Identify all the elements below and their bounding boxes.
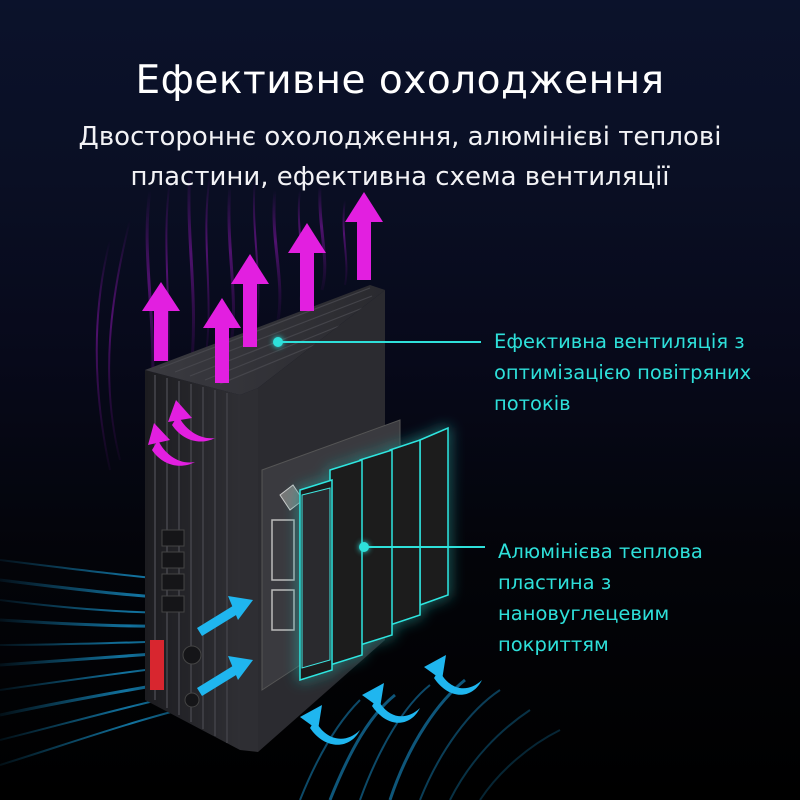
arrow-up-icon bbox=[203, 298, 241, 383]
arrow-curved-icon bbox=[424, 655, 482, 695]
red-label bbox=[150, 640, 164, 690]
heatsink bbox=[299, 426, 449, 682]
arrow-curved-icon bbox=[362, 683, 420, 723]
callout-line: пластина з bbox=[498, 571, 612, 594]
arrow-right-icon bbox=[197, 656, 253, 696]
arrow-curved-icon bbox=[168, 400, 215, 442]
arrow-up-icon bbox=[288, 223, 326, 311]
arrow-up-icon bbox=[142, 282, 180, 361]
callout-line: Алюмінієва теплова bbox=[498, 540, 703, 563]
callout-dot-heatsink bbox=[359, 542, 369, 552]
page-title: Ефективне охолодження bbox=[135, 58, 665, 103]
cool-air-streaks-bottom bbox=[299, 678, 561, 800]
arrow-right-icon bbox=[197, 596, 253, 636]
callout-line: Ефективна вентиляція з bbox=[494, 330, 745, 353]
arrow-curved-icon bbox=[300, 705, 360, 745]
arrow-curved-icon bbox=[148, 423, 195, 466]
callout-ventilation: Ефективна вентиляція з оптимізацією пові… bbox=[494, 326, 794, 419]
hot-air-streaks bbox=[95, 169, 348, 471]
arrow-up-icon bbox=[345, 192, 383, 280]
subtitle-line: Двостороннє охолодження, алюмінієві тепл… bbox=[78, 122, 722, 152]
arrow-up-icon bbox=[231, 254, 269, 347]
cool-air-arrows bbox=[197, 596, 482, 745]
callout-dot-ventilation bbox=[273, 337, 283, 347]
callout-leader-ventilation bbox=[281, 341, 481, 343]
hot-air-arrows bbox=[142, 192, 383, 466]
callout-line: покриттям bbox=[498, 633, 609, 656]
page-subtitle: Двостороннє охолодження, алюмінієві тепл… bbox=[0, 117, 800, 197]
callout-heatsink: Алюмінієва теплова пластина з нановуглец… bbox=[498, 536, 758, 660]
subtitle-line: пластини, ефективна схема вентиляції bbox=[130, 162, 670, 192]
callout-leader-heatsink bbox=[367, 546, 485, 548]
callout-line: оптимізацією повітряних bbox=[494, 361, 752, 384]
callout-line: нановуглецевим bbox=[498, 602, 670, 625]
callout-line: потоків bbox=[494, 392, 571, 415]
